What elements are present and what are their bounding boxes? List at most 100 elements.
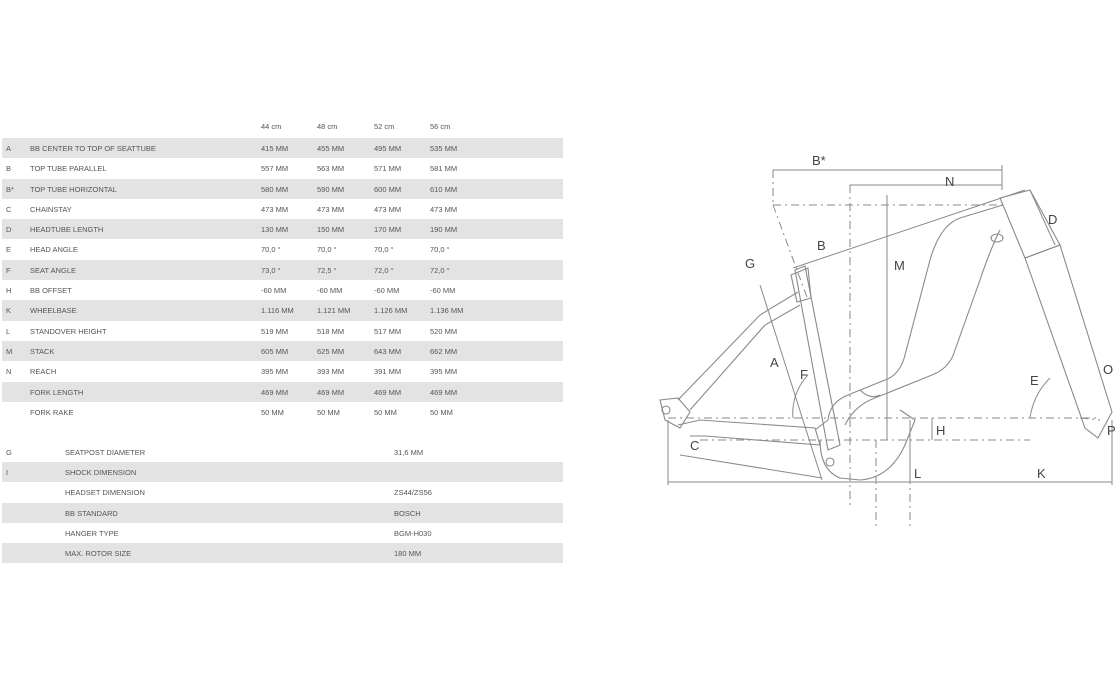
label-o: O: [1103, 362, 1113, 377]
row-label: TOP TUBE PARALLEL: [30, 164, 107, 174]
row-value-56: 469 MM: [430, 387, 458, 397]
row-value-48: 50 MM: [317, 407, 340, 417]
row-value-44: -60 MM: [261, 286, 287, 296]
label-c: C: [690, 438, 699, 453]
geometry-row: A BB CENTER TO TOP OF SEATTUBE 415 MM 455 M…: [2, 138, 563, 159]
row-value-52: 391 MM: [374, 367, 402, 377]
row-value-56: 610 MM: [430, 184, 458, 194]
row-value-52: 170 MM: [374, 225, 402, 235]
row-value-48: 393 MM: [317, 367, 345, 377]
label-m: M: [894, 258, 905, 273]
row-value-52: -60 MM: [374, 286, 400, 296]
row-value-52: 473 MM: [374, 204, 402, 214]
row-value-56: 72,0 °: [430, 265, 450, 275]
label-k: K: [1037, 466, 1046, 481]
dimension-lines: [667, 165, 1113, 485]
row-value-44: 580 MM: [261, 184, 289, 194]
row-value-44: 605 MM: [261, 346, 289, 356]
row-value-48: 469 MM: [317, 387, 345, 397]
label-e: E: [1030, 373, 1039, 388]
row-value-44: 130 MM: [261, 225, 289, 235]
row-value-44: 1.116 MM: [261, 306, 294, 316]
row-value-44: 50 MM: [261, 407, 284, 417]
row-value-48: 625 MM: [317, 346, 345, 356]
row-code: B: [6, 164, 12, 174]
row-value-44: 469 MM: [261, 387, 289, 397]
row-label: WHEELBASE: [30, 306, 77, 316]
spec-label: HANGER TYPE: [65, 528, 119, 538]
row-label: STACK: [30, 346, 55, 356]
spec-value: BGM-H030: [394, 528, 432, 538]
row-code: F: [6, 265, 11, 275]
row-value-56: 581 MM: [430, 164, 458, 174]
spec-value: 180 MM: [394, 548, 422, 558]
row-code: M: [6, 346, 13, 356]
spec-label: HEADSET DIMENSION: [65, 488, 145, 498]
row-value-56: 50 MM: [430, 407, 453, 417]
row-value-44: 415 MM: [261, 144, 289, 153]
spec-row: MAX. ROTOR SIZE 180 MM: [2, 542, 563, 564]
row-value-52: 600 MM: [374, 184, 402, 194]
row-value-48: 455 MM: [317, 144, 345, 153]
size-header-56: 56 cm: [430, 122, 451, 131]
row-value-56: 535 MM: [430, 144, 458, 153]
label-p: P: [1107, 423, 1116, 438]
size-header-52: 52 cm: [374, 122, 395, 131]
row-value-52: 72,0 °: [374, 265, 394, 275]
row-code: D: [6, 225, 12, 235]
row-value-56: 70,0 °: [430, 245, 450, 255]
spec-label: MAX. ROTOR SIZE: [65, 548, 132, 558]
spec-row: HEADSET DIMENSION ZS44/ZS56: [2, 482, 563, 502]
row-value-56: 190 MM: [430, 225, 458, 235]
row-code: B*: [6, 184, 14, 194]
row-value-56: 662 MM: [430, 346, 458, 356]
row-value-52: 70,0 °: [374, 245, 394, 255]
row-label: SEAT ANGLE: [30, 265, 76, 275]
row-code: K: [6, 306, 12, 316]
row-code: A: [6, 144, 12, 153]
row-code: L: [6, 326, 11, 336]
spec-label: SEATPOST DIAMETER: [65, 448, 146, 457]
row-value-52: 517 MM: [374, 326, 402, 336]
row-value-48: -60 MM: [317, 286, 343, 296]
frame-geometry-diagram: B* N D B G M A F E O H P C L K: [659, 153, 1116, 530]
row-value-56: 1.136 MM: [430, 306, 464, 316]
label-f: F: [800, 367, 808, 382]
row-value-44: 473 MM: [261, 204, 289, 214]
spec-value: 31,6 MM: [394, 448, 424, 457]
row-value-56: 520 MM: [430, 326, 458, 336]
row-value-48: 72,5 °: [317, 265, 337, 275]
row-value-56: -60 MM: [430, 286, 456, 296]
row-value-48: 70,0 °: [317, 245, 337, 255]
spec-code: I: [6, 468, 9, 478]
row-value-48: 590 MM: [317, 184, 345, 194]
label-h: H: [936, 423, 945, 438]
row-code: C: [6, 204, 12, 214]
geometry-row: M STACK 605 MM 625 MM 643 MM 662 MM: [2, 340, 563, 362]
label-d: D: [1048, 212, 1057, 227]
row-label: STANDOVER HEIGHT: [30, 326, 107, 336]
row-label: BB OFFSET: [30, 286, 72, 296]
row-value-48: 1.121 MM: [317, 306, 351, 316]
size-header-44: 44 cm: [261, 122, 282, 131]
spec-row: HANGER TYPE BGM-H030: [2, 523, 563, 543]
spec-value: ZS44/ZS56: [394, 488, 432, 498]
row-code: E: [6, 245, 12, 255]
row-label: FORK RAKE: [30, 407, 74, 417]
row-code: H: [6, 286, 12, 296]
row-label: BB CENTER TO TOP OF SEATTUBE: [30, 144, 156, 153]
row-value-52: 643 MM: [374, 346, 402, 356]
